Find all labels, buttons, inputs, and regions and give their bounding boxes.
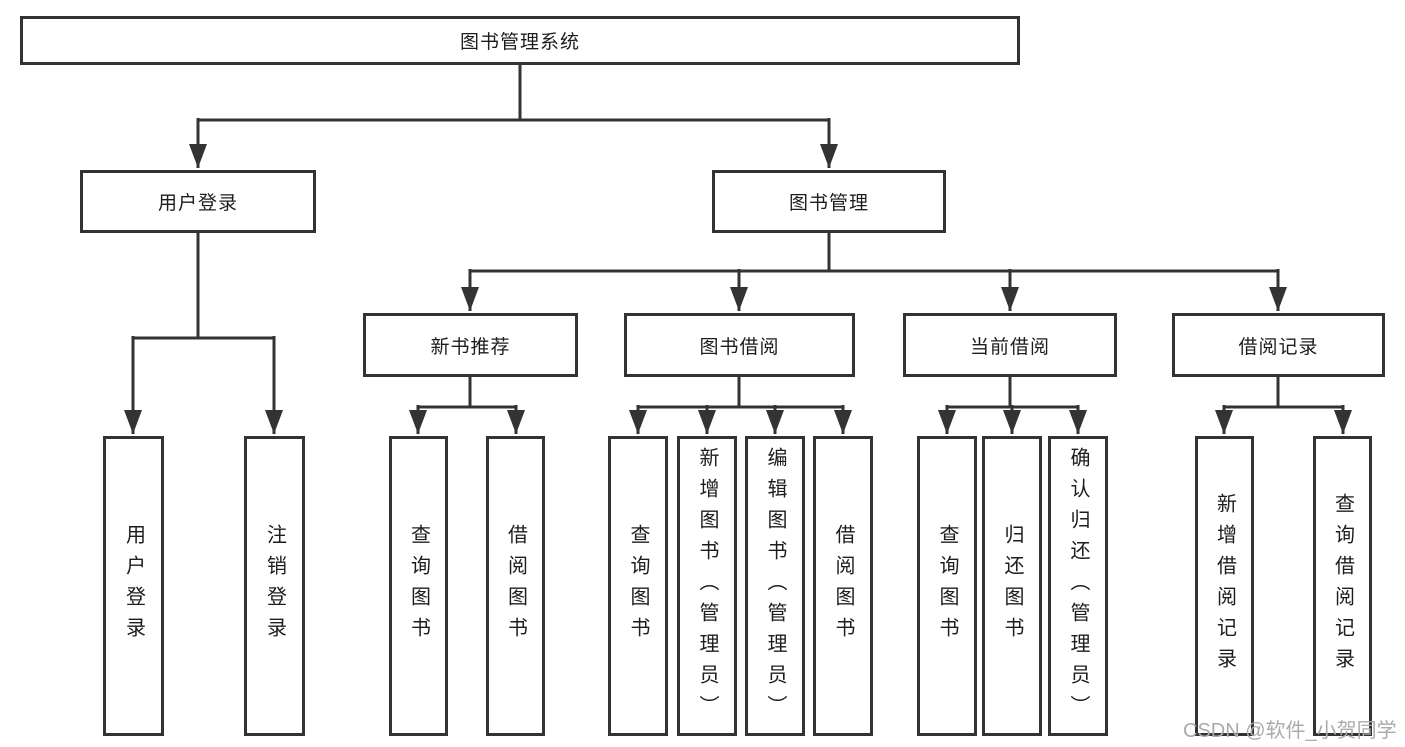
csdn-watermark: CSDN @软件_小贺同学	[1183, 720, 1397, 742]
node-borrow-records: 借阅记录	[1172, 313, 1385, 377]
node-current-borrow: 当前借阅	[903, 313, 1117, 377]
leaf-add-borrow-record: 新增借阅记录	[1195, 436, 1254, 736]
leaf-label: 用户登录	[122, 524, 145, 648]
leaf-label: 查询图书	[936, 524, 958, 648]
leaf-add-book-admin: 新增图书（管理员）	[677, 436, 737, 736]
leaf-logout: 注销登录	[244, 436, 305, 736]
leaf-borrow-books-2: 借阅图书	[813, 436, 873, 736]
leaf-label: 编辑图书（管理员）	[764, 446, 786, 726]
leaf-return-book: 归还图书	[982, 436, 1042, 736]
leaf-label: 查询图书	[627, 524, 649, 648]
node-book-management: 图书管理	[712, 170, 946, 233]
leaf-query-books-1: 查询图书	[389, 436, 448, 736]
leaf-query-books-3: 查询图书	[917, 436, 977, 736]
node-new-book-recommend: 新书推荐	[363, 313, 578, 377]
leaf-query-books-2: 查询图书	[608, 436, 668, 736]
leaf-query-borrow-record: 查询借阅记录	[1313, 436, 1372, 736]
leaf-borrow-books-1: 借阅图书	[486, 436, 545, 736]
leaf-label: 归还图书	[1001, 524, 1023, 648]
leaf-label: 查询图书	[407, 524, 430, 648]
leaf-label: 借阅图书	[832, 524, 854, 648]
leaf-label: 注销登录	[263, 524, 286, 648]
node-user-login: 用户登录	[80, 170, 316, 233]
leaf-label: 新增图书（管理员）	[696, 446, 718, 726]
leaf-edit-book-admin: 编辑图书（管理员）	[745, 436, 805, 736]
leaf-label: 确认归还（管理员）	[1067, 446, 1089, 726]
leaf-label: 查询借阅记录	[1331, 493, 1354, 679]
node-book-borrow: 图书借阅	[624, 313, 855, 377]
leaf-label: 借阅图书	[504, 524, 527, 648]
leaf-confirm-return-admin: 确认归还（管理员）	[1048, 436, 1108, 736]
node-root: 图书管理系统	[20, 16, 1020, 65]
leaf-user-login: 用户登录	[103, 436, 164, 736]
leaf-label: 新增借阅记录	[1213, 493, 1236, 679]
